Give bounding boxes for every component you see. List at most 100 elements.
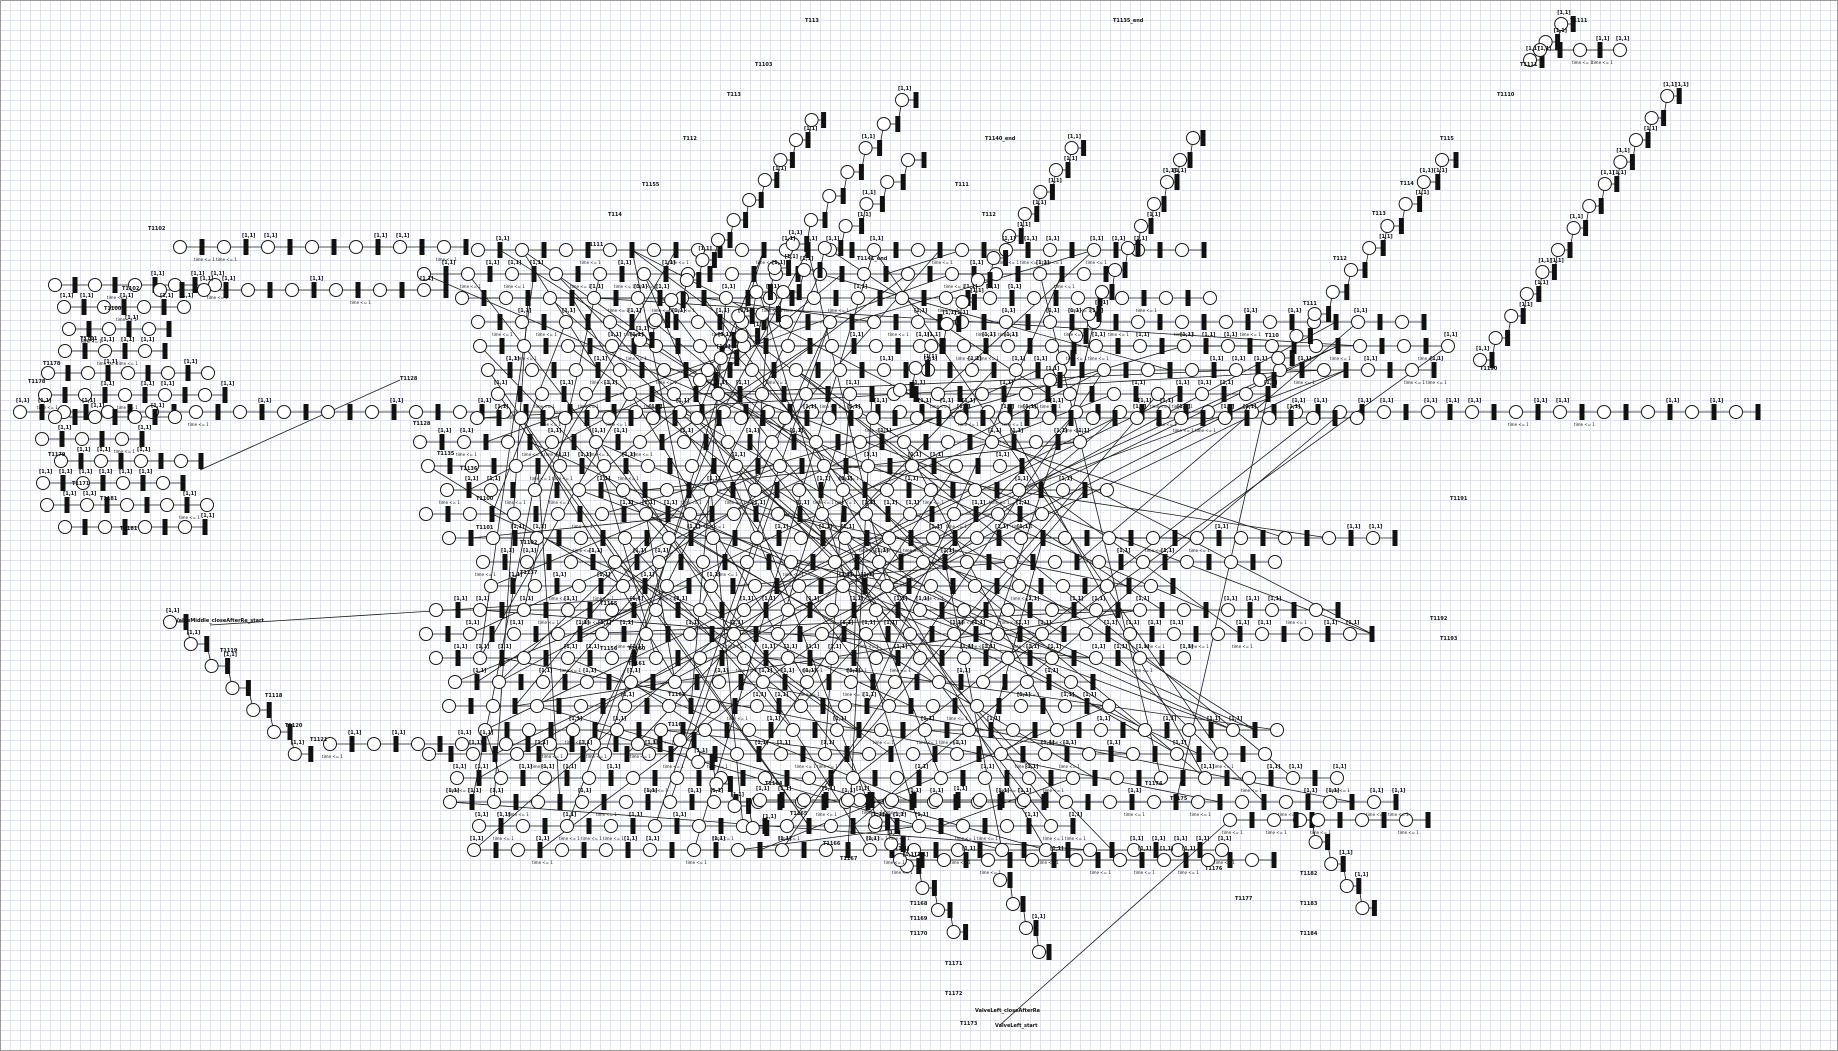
transition-node[interactable]: [786, 260, 792, 276]
transition-node[interactable]: [841, 626, 847, 642]
transition-node[interactable]: [986, 554, 992, 570]
place-node[interactable]: [1344, 263, 1358, 277]
place-node[interactable]: [755, 387, 769, 401]
transition-node[interactable]: [183, 614, 189, 630]
transition-node[interactable]: [543, 338, 549, 354]
transition-node[interactable]: [774, 578, 780, 594]
place-node[interactable]: [818, 747, 832, 761]
transition-node[interactable]: [1249, 812, 1255, 828]
transition-node[interactable]: [815, 362, 821, 378]
transition-node[interactable]: [713, 842, 719, 858]
transition-node[interactable]: [749, 308, 755, 324]
place-node[interactable]: [1258, 747, 1272, 761]
place-node[interactable]: [704, 483, 718, 497]
place-node[interactable]: [937, 853, 951, 867]
transition-node[interactable]: [611, 404, 617, 420]
transition-node[interactable]: [668, 746, 674, 762]
place-node[interactable]: [911, 315, 925, 329]
place-node[interactable]: [913, 603, 927, 617]
place-node[interactable]: [1267, 813, 1281, 827]
place-node[interactable]: [626, 771, 640, 785]
transition-node[interactable]: [546, 554, 552, 570]
transition-node[interactable]: [491, 458, 497, 474]
place-node[interactable]: [711, 233, 725, 247]
transition-node[interactable]: [199, 239, 205, 255]
place-node[interactable]: [802, 771, 816, 785]
transition-node[interactable]: [820, 698, 826, 714]
transition-node[interactable]: [818, 578, 824, 594]
place-node[interactable]: [156, 476, 170, 490]
transition-node[interactable]: [936, 410, 942, 426]
transition-node[interactable]: [958, 674, 964, 690]
transition-node[interactable]: [561, 386, 567, 402]
place-node[interactable]: [1039, 843, 1053, 857]
transition-node[interactable]: [83, 404, 89, 420]
transition-node[interactable]: [820, 530, 826, 546]
place-node[interactable]: [494, 771, 508, 785]
transition-node[interactable]: [121, 299, 127, 315]
place-node[interactable]: [861, 459, 875, 473]
transition-node[interactable]: [740, 770, 746, 786]
transition-node[interactable]: [112, 409, 118, 425]
place-node[interactable]: [35, 432, 49, 446]
transition-node[interactable]: [613, 290, 619, 306]
place-node[interactable]: [1027, 291, 1041, 305]
transition-node[interactable]: [699, 404, 705, 420]
transition-node[interactable]: [639, 362, 645, 378]
transition-node[interactable]: [39, 404, 45, 420]
place-node[interactable]: [726, 213, 741, 227]
transition-node[interactable]: [921, 290, 927, 306]
place-node[interactable]: [1362, 241, 1377, 255]
transition-node[interactable]: [631, 602, 637, 618]
transition-node[interactable]: [86, 321, 92, 337]
place-node[interactable]: [471, 243, 485, 257]
transition-node[interactable]: [727, 776, 733, 792]
transition-node[interactable]: [1349, 794, 1355, 810]
place-node[interactable]: [950, 747, 964, 761]
transition-node[interactable]: [805, 314, 811, 330]
transition-node[interactable]: [645, 794, 651, 810]
transition-node[interactable]: [1597, 42, 1603, 58]
transition-node[interactable]: [161, 299, 167, 315]
transition-node[interactable]: [349, 736, 355, 752]
transition-node[interactable]: [631, 650, 637, 666]
place-node[interactable]: [946, 925, 961, 939]
place-node[interactable]: [884, 837, 899, 851]
place-node[interactable]: [1573, 43, 1587, 57]
transition-node[interactable]: [523, 404, 529, 420]
place-node[interactable]: [962, 723, 976, 737]
place-node[interactable]: [1175, 243, 1189, 257]
place-node[interactable]: [97, 300, 111, 314]
place-node[interactable]: [667, 387, 681, 401]
place-node[interactable]: [1405, 363, 1419, 377]
transition-node[interactable]: [606, 674, 612, 690]
place-node[interactable]: [912, 819, 926, 833]
transition-node[interactable]: [994, 482, 1000, 498]
transition-node[interactable]: [1033, 920, 1039, 936]
place-node[interactable]: [40, 498, 54, 512]
place-node[interactable]: [998, 411, 1012, 425]
place-node[interactable]: [631, 737, 645, 751]
transition-node[interactable]: [675, 650, 681, 666]
transition-node[interactable]: [913, 92, 919, 108]
transition-node[interactable]: [245, 680, 251, 696]
transition-node[interactable]: [642, 578, 648, 594]
transition-node[interactable]: [652, 770, 658, 786]
transition-node[interactable]: [1676, 88, 1682, 104]
transition-node[interactable]: [849, 314, 855, 330]
place-node[interactable]: [719, 291, 733, 305]
place-node[interactable]: [696, 555, 710, 569]
transition-node[interactable]: [976, 746, 982, 762]
place-node[interactable]: [799, 387, 813, 401]
place-node[interactable]: [1395, 315, 1409, 329]
transition-node[interactable]: [1623, 404, 1629, 420]
transition-node[interactable]: [644, 698, 650, 714]
transition-node[interactable]: [822, 212, 828, 228]
transition-node[interactable]: [791, 434, 797, 450]
place-node[interactable]: [76, 476, 90, 490]
place-node[interactable]: [1001, 339, 1015, 353]
transition-node[interactable]: [856, 722, 862, 738]
transition-node[interactable]: [1084, 698, 1090, 714]
place-node[interactable]: [779, 315, 793, 329]
transition-node[interactable]: [1159, 602, 1165, 618]
